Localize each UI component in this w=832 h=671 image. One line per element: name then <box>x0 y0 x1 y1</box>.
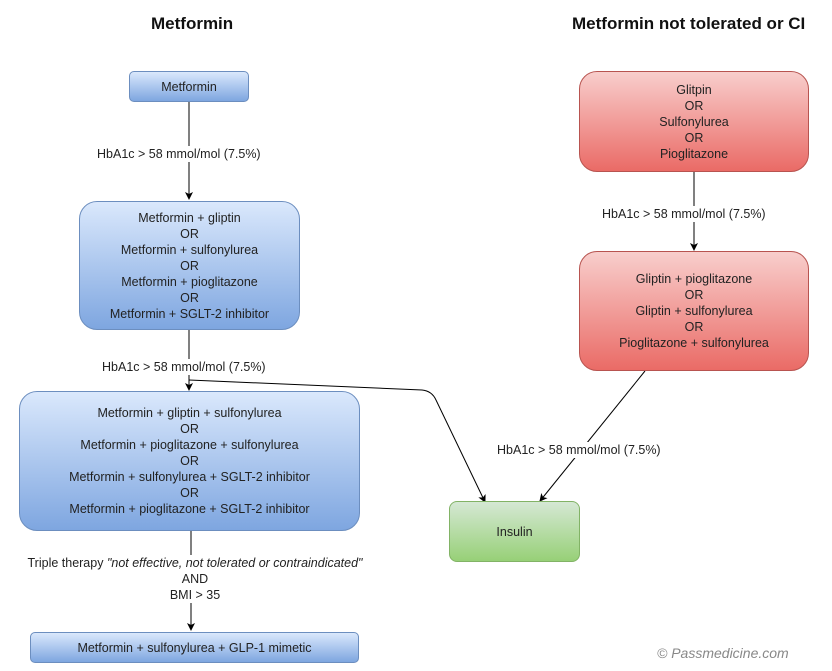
edge-dual-to-insulin <box>188 379 486 503</box>
metformin-box[interactable]: Metformin <box>129 71 249 102</box>
edge3-and: AND <box>181 572 209 586</box>
edge-dual-right-to-insulin <box>539 370 646 502</box>
right-column-title: Metformin not tolerated or CI <box>572 14 806 33</box>
or-separator: OR <box>684 320 704 334</box>
triple-option-2: Metformin + pioglitazone + sulfonylurea <box>80 438 299 452</box>
glp1-box[interactable]: Metformin + sulfonylurea + GLP-1 mimetic <box>30 632 359 663</box>
metformin-box-label: Metformin <box>161 79 217 94</box>
mono-option-1: Glitpin <box>676 82 712 97</box>
edge3-bmi: BMI > 35 <box>169 588 221 602</box>
triple-option-3: Metformin + sulfonylurea + SGLT-2 inhibi… <box>69 470 310 484</box>
left-column-title: Metformin <box>151 14 234 33</box>
dual-option-1: Metformin + gliptin <box>138 210 241 225</box>
right-edge2-label: HbA1c > 58 mmol/mol (7.5%) <box>497 442 661 458</box>
left-edge3-label: Triple therapy "not effective, not toler… <box>2 555 388 603</box>
copyright-notice: © Passmedicine.com <box>657 645 789 661</box>
or-separator: OR <box>180 258 199 273</box>
or-separator: OR <box>684 130 704 145</box>
dual-alt-box[interactable]: Gliptin + pioglitazone OR Gliptin + sulf… <box>579 251 809 371</box>
or-separator: OR <box>684 98 704 113</box>
or-separator: OR <box>180 454 199 468</box>
insulin-box[interactable]: Insulin <box>449 501 580 562</box>
mono-option-2: Sulfonylurea <box>659 114 729 129</box>
dual-alt-option-3: Pioglitazone + sulfonylurea <box>619 336 769 350</box>
monotherapy-alt-box[interactable]: Glitpin OR Sulfonylurea OR Pioglitazone <box>579 71 809 172</box>
glp1-box-label: Metformin + sulfonylurea + GLP-1 mimetic <box>77 640 312 655</box>
or-separator: OR <box>180 290 199 305</box>
dual-therapy-box[interactable]: Metformin + gliptin OR Metformin + sulfo… <box>79 201 300 330</box>
or-separator: OR <box>180 226 199 241</box>
dual-option-3: Metformin + pioglitazone <box>121 274 258 289</box>
left-edge2-label: HbA1c > 58 mmol/mol (7.5%) <box>102 359 266 375</box>
dual-option-4: Metformin + SGLT-2 inhibitor <box>109 306 270 321</box>
dual-option-2: Metformin + sulfonylurea <box>120 242 259 257</box>
right-edge1-label: HbA1c > 58 mmol/mol (7.5%) <box>602 206 766 222</box>
insulin-box-label: Insulin <box>496 524 533 539</box>
dual-alt-option-2: Gliptin + sulfonylurea <box>635 304 753 318</box>
dual-alt-option-1: Gliptin + pioglitazone <box>635 272 753 286</box>
left-edge1-label: HbA1c > 58 mmol/mol (7.5%) <box>97 146 261 162</box>
or-separator: OR <box>180 486 199 500</box>
or-separator: OR <box>684 288 704 302</box>
triple-option-1: Metformin + gliptin + sulfonylurea <box>97 406 282 420</box>
edge3-prefix: Triple therapy <box>27 556 107 570</box>
mono-option-3: Pioglitazone <box>659 146 729 161</box>
triple-option-4: Metformin + pioglitazone + SGLT-2 inhibi… <box>69 502 310 516</box>
triple-therapy-box[interactable]: Metformin + gliptin + sulfonylurea OR Me… <box>19 391 360 531</box>
edge3-quote: "not effective, not tolerated or contrai… <box>106 556 363 570</box>
or-separator: OR <box>180 422 199 436</box>
